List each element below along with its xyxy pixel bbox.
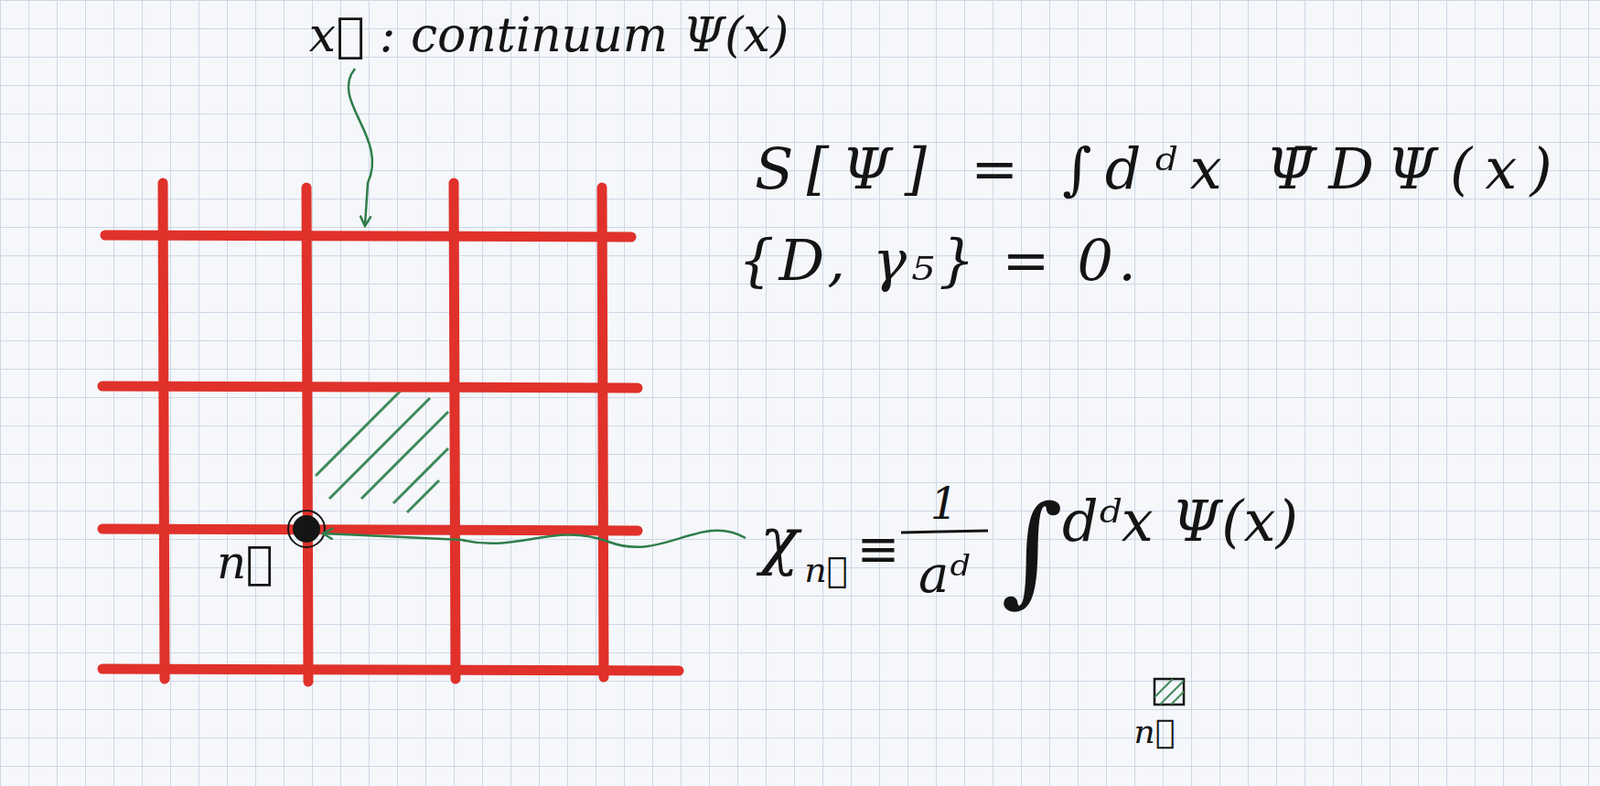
- site-dot: [292, 515, 321, 543]
- subscript: n⃗: [1134, 714, 1176, 750]
- integral-sign: ∫: [1000, 486, 1064, 613]
- hatched-cell: [315, 388, 449, 513]
- subscript: n⃗: [804, 552, 848, 590]
- field-symbol: χ: [760, 507, 799, 576]
- action-formula: S[Ψ] = ∫dᵈx Ψ̄DΨ(x): [754, 139, 1566, 199]
- integrand: dᵈx Ψ(x): [1062, 491, 1299, 551]
- cell-symbol: [1154, 678, 1184, 705]
- fraction-bar: [901, 530, 988, 533]
- denominator: aᵈ: [918, 547, 970, 602]
- equiv-sign: ≡: [857, 522, 901, 577]
- annotation: x⃗ : continuum Ψ(x): [309, 10, 789, 61]
- leader-arrow: [348, 68, 373, 226]
- site-label: n⃗: [216, 538, 274, 588]
- site-dot-ring: [288, 510, 325, 548]
- numerator: 1: [930, 480, 959, 527]
- anticommutator-formula: {D, γ₅} = 0.: [738, 230, 1141, 290]
- leader-arrow: [323, 530, 746, 548]
- lattice-lines: [102, 182, 679, 682]
- cell-symbol-hatch: [1154, 678, 1184, 705]
